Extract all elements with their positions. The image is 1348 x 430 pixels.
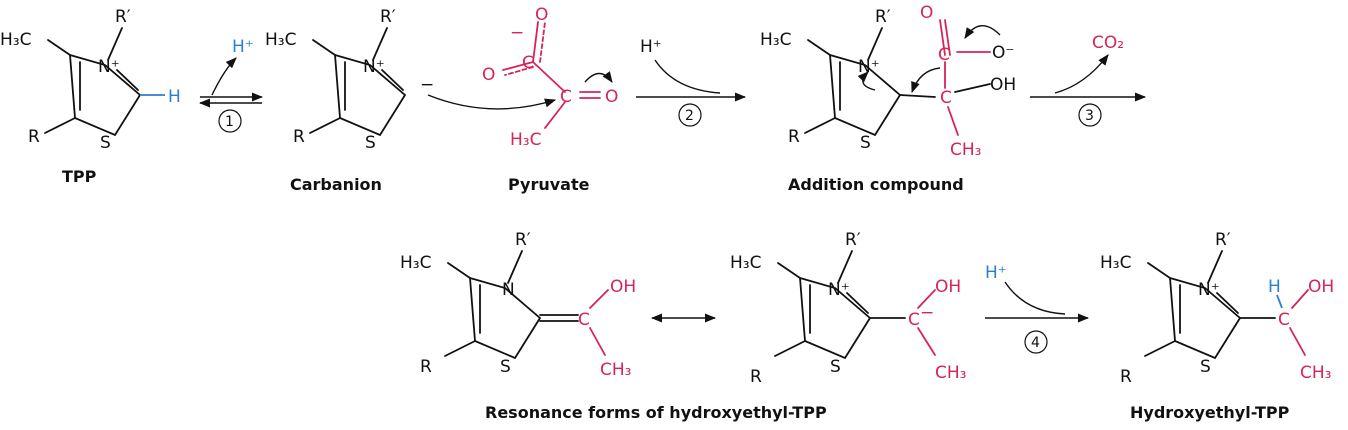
step-1-circle <box>218 109 242 133</box>
r-prime-group: R′ <box>875 7 891 27</box>
methyl-group: H₃C <box>400 253 431 273</box>
r-group: R <box>420 357 432 377</box>
carbonyl-carbon: C <box>560 87 572 107</box>
methyl-group: H₃C <box>730 253 761 273</box>
step-1-number: 1 <box>225 114 234 130</box>
attack-arrow <box>427 94 557 110</box>
hydroxyl: OH <box>935 277 961 297</box>
r-prime-group: R′ <box>515 230 531 250</box>
hydroxyl: OH <box>610 277 636 297</box>
hydroxyethyl-carbon: C <box>1278 310 1290 330</box>
carbanion-charge: − <box>420 75 434 95</box>
carbanion-label: Carbanion <box>290 175 382 194</box>
tpp-label: TPP <box>62 167 97 186</box>
tpp-molecule: H₃C R′ N⁺ S R H TPP <box>0 7 181 186</box>
r-prime-group: R′ <box>380 7 396 27</box>
carboxyl-charge: − <box>510 23 524 43</box>
hydroxyl: OH <box>1308 277 1334 297</box>
carboxyl-o-minus: O⁻ <box>992 43 1014 63</box>
enol-carbon: C <box>578 310 590 330</box>
carbanion-charge: − <box>920 303 934 323</box>
step-4-arrow: H⁺ 4 <box>985 263 1090 354</box>
resonance-form-enamine: H₃C R′ N S R C OH CH₃ <box>400 230 636 380</box>
addition-label: Addition compound <box>788 175 964 194</box>
r-group: R <box>750 367 762 387</box>
hydroxyethyl-label: Hydroxyethyl-TPP <box>1130 403 1290 422</box>
methyl-group: H₃C <box>265 30 296 50</box>
methyl-group: H₃C <box>0 30 31 50</box>
step-1-arrow: H⁺ 1 <box>198 37 264 133</box>
methyl-group: H₃C <box>760 30 791 50</box>
r-group: R <box>293 127 305 147</box>
step-2-arrow: H⁺ 2 <box>636 37 747 127</box>
methyl: CH₃ <box>935 363 966 383</box>
nitrogen-plus: N⁺ <box>1198 280 1220 300</box>
pyruvate-methyl: H₃C <box>510 130 541 150</box>
step-4-circle <box>1024 330 1048 354</box>
sulfur: S <box>860 133 871 153</box>
r-group: R <box>788 127 800 147</box>
methyl: CH₃ <box>950 140 981 160</box>
methyl-group: H₃C <box>1100 253 1131 273</box>
methyl: CH₃ <box>1300 363 1331 383</box>
carbonyl-oxygen: O <box>605 87 618 107</box>
carboxyl-carbon: C <box>938 45 950 65</box>
carbanion-carbon: C <box>908 310 920 330</box>
pyruvate-label: Pyruvate <box>508 175 590 194</box>
r-prime-group: R′ <box>1215 230 1231 250</box>
carboxyl-oxygen: O <box>920 3 933 23</box>
resonance-form-ylide: H₃C R′ N⁺ S R C − OH CH₃ <box>730 230 966 387</box>
acidic-hydrogen: H <box>168 87 181 107</box>
h-plus-added: H⁺ <box>985 263 1007 283</box>
nitrogen-plus: N⁺ <box>828 280 850 300</box>
sulfur: S <box>365 133 376 153</box>
methyl: CH₃ <box>600 360 631 380</box>
nitrogen-plus: N⁺ <box>98 57 120 77</box>
h-plus-released: H⁺ <box>232 37 254 57</box>
step-2-circle <box>678 103 702 127</box>
step-3-arrow: CO₂ 3 <box>1030 33 1147 127</box>
r-prime-group: R′ <box>115 7 131 27</box>
carboxyl-carbon: C <box>522 53 534 73</box>
resonance-label: Resonance forms of hydroxyethyl-TPP <box>485 403 827 422</box>
sulfur: S <box>100 133 111 153</box>
r-group: R <box>1120 367 1132 387</box>
sulfur: S <box>500 357 511 377</box>
step-4-number: 4 <box>1031 335 1040 351</box>
nitrogen-plus: N⁺ <box>363 57 385 77</box>
r-prime-group: R′ <box>845 230 861 250</box>
added-hydrogen: H <box>1268 277 1281 297</box>
pyruvate-molecule: − O C O C O H₃C Pyruvate <box>482 5 618 194</box>
hydroxyethyl-tpp-molecule: H₃C R′ N⁺ S R H C OH CH₃ <box>1100 230 1334 387</box>
nitrogen-plus: N⁺ <box>858 57 880 77</box>
sulfur: S <box>1200 357 1211 377</box>
h-plus-added: H⁺ <box>640 37 662 57</box>
r-group: R <box>28 127 40 147</box>
step-2-number: 2 <box>685 108 694 124</box>
nitrogen: N <box>502 280 515 300</box>
sulfur: S <box>830 357 841 377</box>
hydroxyl: OH <box>990 75 1016 95</box>
step-3-circle <box>1078 103 1102 127</box>
carboxyl-oxygen: O <box>535 5 548 25</box>
carbanion-molecule: H₃C R′ N⁺ S R − Carbanion <box>265 7 434 194</box>
addition-compound: H₃C R′ N⁺ S R O C O⁻ C OH CH₃ Addition c… <box>760 3 1016 194</box>
alpha-carbon: C <box>940 88 952 108</box>
carboxyl-oxygen: O <box>482 65 495 85</box>
co2-released: CO₂ <box>1092 33 1124 53</box>
step-3-number: 3 <box>1085 108 1094 124</box>
